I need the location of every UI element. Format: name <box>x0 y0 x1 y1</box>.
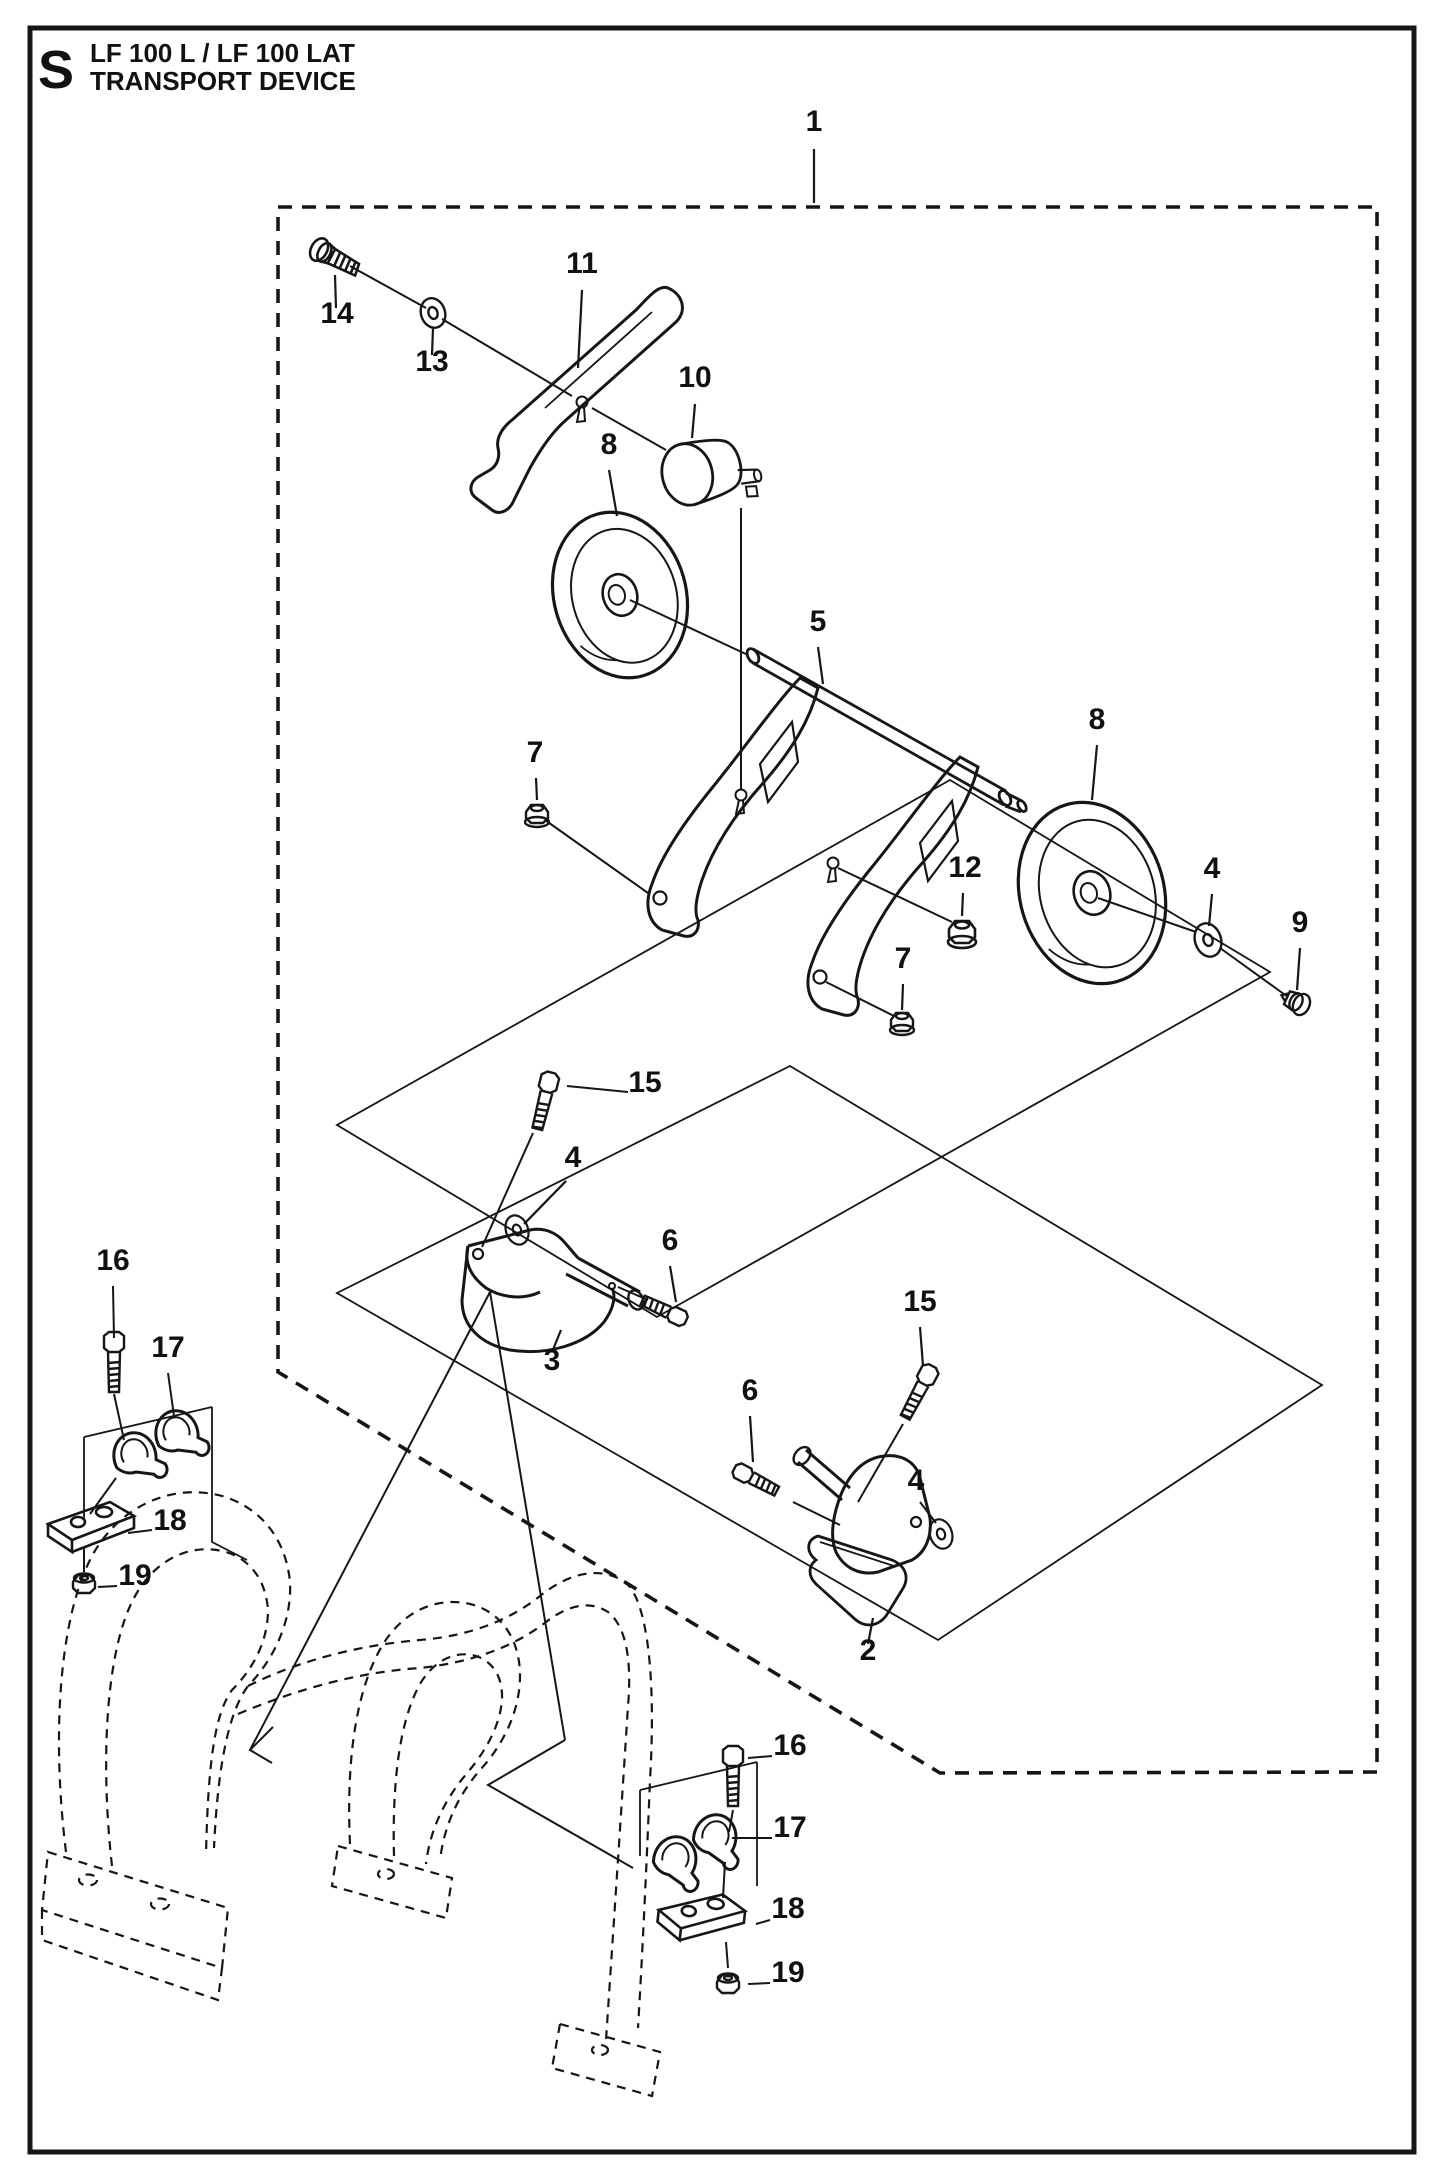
bracket-leg-left <box>646 676 820 938</box>
left-clamp-frame <box>83 1406 248 1561</box>
part-callout-15-13: 15 <box>628 1066 661 1099</box>
bracket-leg-right <box>806 755 980 1017</box>
part-callout-10-4: 10 <box>678 361 711 394</box>
part-callout-19-28: 19 <box>771 1956 804 1989</box>
part-callout-16-17: 16 <box>96 1244 129 1277</box>
clamp-17-left-b <box>154 1409 211 1457</box>
part-callout-3-16: 3 <box>544 1344 561 1377</box>
title-model: LF 100 L / LF 100 LAT <box>90 38 355 68</box>
wheel-8-right <box>1016 800 1168 986</box>
part-callout-19-20: 19 <box>118 1559 151 1592</box>
bolt-6-first <box>638 1294 690 1328</box>
bolt-15-first <box>531 1070 561 1132</box>
part-callout-4-10: 4 <box>1204 852 1221 885</box>
wheel-8-left <box>550 510 690 680</box>
page-border <box>27 25 1417 2155</box>
part-callout-8-5: 8 <box>601 428 618 461</box>
plate-18-bottom <box>655 1893 749 1943</box>
keyhole-right-bracket-slot <box>826 867 838 884</box>
nut-19-left <box>71 1572 97 1595</box>
bolt-16-left <box>102 1330 126 1394</box>
washer-13 <box>419 297 447 329</box>
group3-leaders <box>481 1085 649 1301</box>
axis-leaders <box>349 265 1289 1017</box>
title-block: S LF 100 L / LF 100 LAT TRANSPORT DEVICE <box>38 38 356 100</box>
part-callout-1-0: 1 <box>806 105 823 138</box>
plate-18-left <box>45 1500 137 1555</box>
mount-markers <box>248 1291 634 1869</box>
axle-5 <box>745 647 1028 814</box>
bolt-15-second <box>899 1362 940 1422</box>
kit-boundary-dashed <box>276 205 1379 1775</box>
part-callout-2-24: 2 <box>860 1634 877 1667</box>
part-callout-15-21: 15 <box>903 1285 936 1318</box>
part-callout-6-15: 6 <box>662 1224 679 1257</box>
part-callout-17-18: 17 <box>151 1331 184 1364</box>
callout-layer: 1141311108571284971546316171819156421617… <box>96 105 1308 1989</box>
bracket-3 <box>460 1227 645 1354</box>
clamp-17-bottom-b <box>691 1813 740 1871</box>
part-callout-11-3: 11 <box>566 247 598 280</box>
nut-12 <box>946 919 978 950</box>
bolt-9 <box>1279 990 1312 1017</box>
clamp-17-bottom-a <box>651 1835 700 1893</box>
callout-leaders <box>333 274 1302 1645</box>
part-callout-4-14: 4 <box>565 1141 582 1174</box>
part-callout-5-6: 5 <box>810 605 827 638</box>
bolt-6-second <box>731 1462 781 1498</box>
bolt-16-bottom <box>721 1744 745 1808</box>
part-callout-12-8: 12 <box>948 851 981 884</box>
part-callout-7-7: 7 <box>527 736 544 769</box>
part-callout-4-23: 4 <box>908 1464 925 1497</box>
handlebar-dashed-outline <box>40 1491 662 2098</box>
title-subtitle: TRANSPORT DEVICE <box>90 66 356 96</box>
assembly-planes <box>335 778 1324 1642</box>
nut-7-first <box>523 803 551 829</box>
part-callout-16-25: 16 <box>773 1729 806 1762</box>
bracket-2 <box>792 1445 932 1627</box>
clamp-17-left-a <box>112 1431 169 1479</box>
part-callout-18-19: 18 <box>153 1504 186 1537</box>
bolt-14 <box>308 237 361 278</box>
lower-plane <box>335 1064 1324 1642</box>
part-callout-6-22: 6 <box>742 1374 759 1407</box>
washer-4-mid <box>504 1214 530 1246</box>
left-clamp-leaders <box>83 1285 175 1588</box>
nut-7-second <box>888 1011 916 1037</box>
nut-19-bottom <box>715 1972 741 1995</box>
part-callout-17-26: 17 <box>773 1811 806 1844</box>
section-letter: S <box>38 40 74 100</box>
keyhole-right-bracket <box>826 856 840 870</box>
part-callout-13-2: 13 <box>415 345 448 378</box>
bumper-10 <box>660 438 763 507</box>
washer-4-right <box>1193 922 1223 958</box>
handle-11 <box>469 285 684 514</box>
upper-plane <box>335 778 1272 1319</box>
part-callout-8-9: 8 <box>1089 703 1106 736</box>
part-callout-9-11: 9 <box>1292 906 1309 939</box>
part-callout-7-12: 7 <box>895 942 912 975</box>
part-callout-18-27: 18 <box>771 1892 804 1925</box>
washer-4-bottom <box>928 1518 954 1550</box>
part-callout-14-1: 14 <box>320 297 354 330</box>
